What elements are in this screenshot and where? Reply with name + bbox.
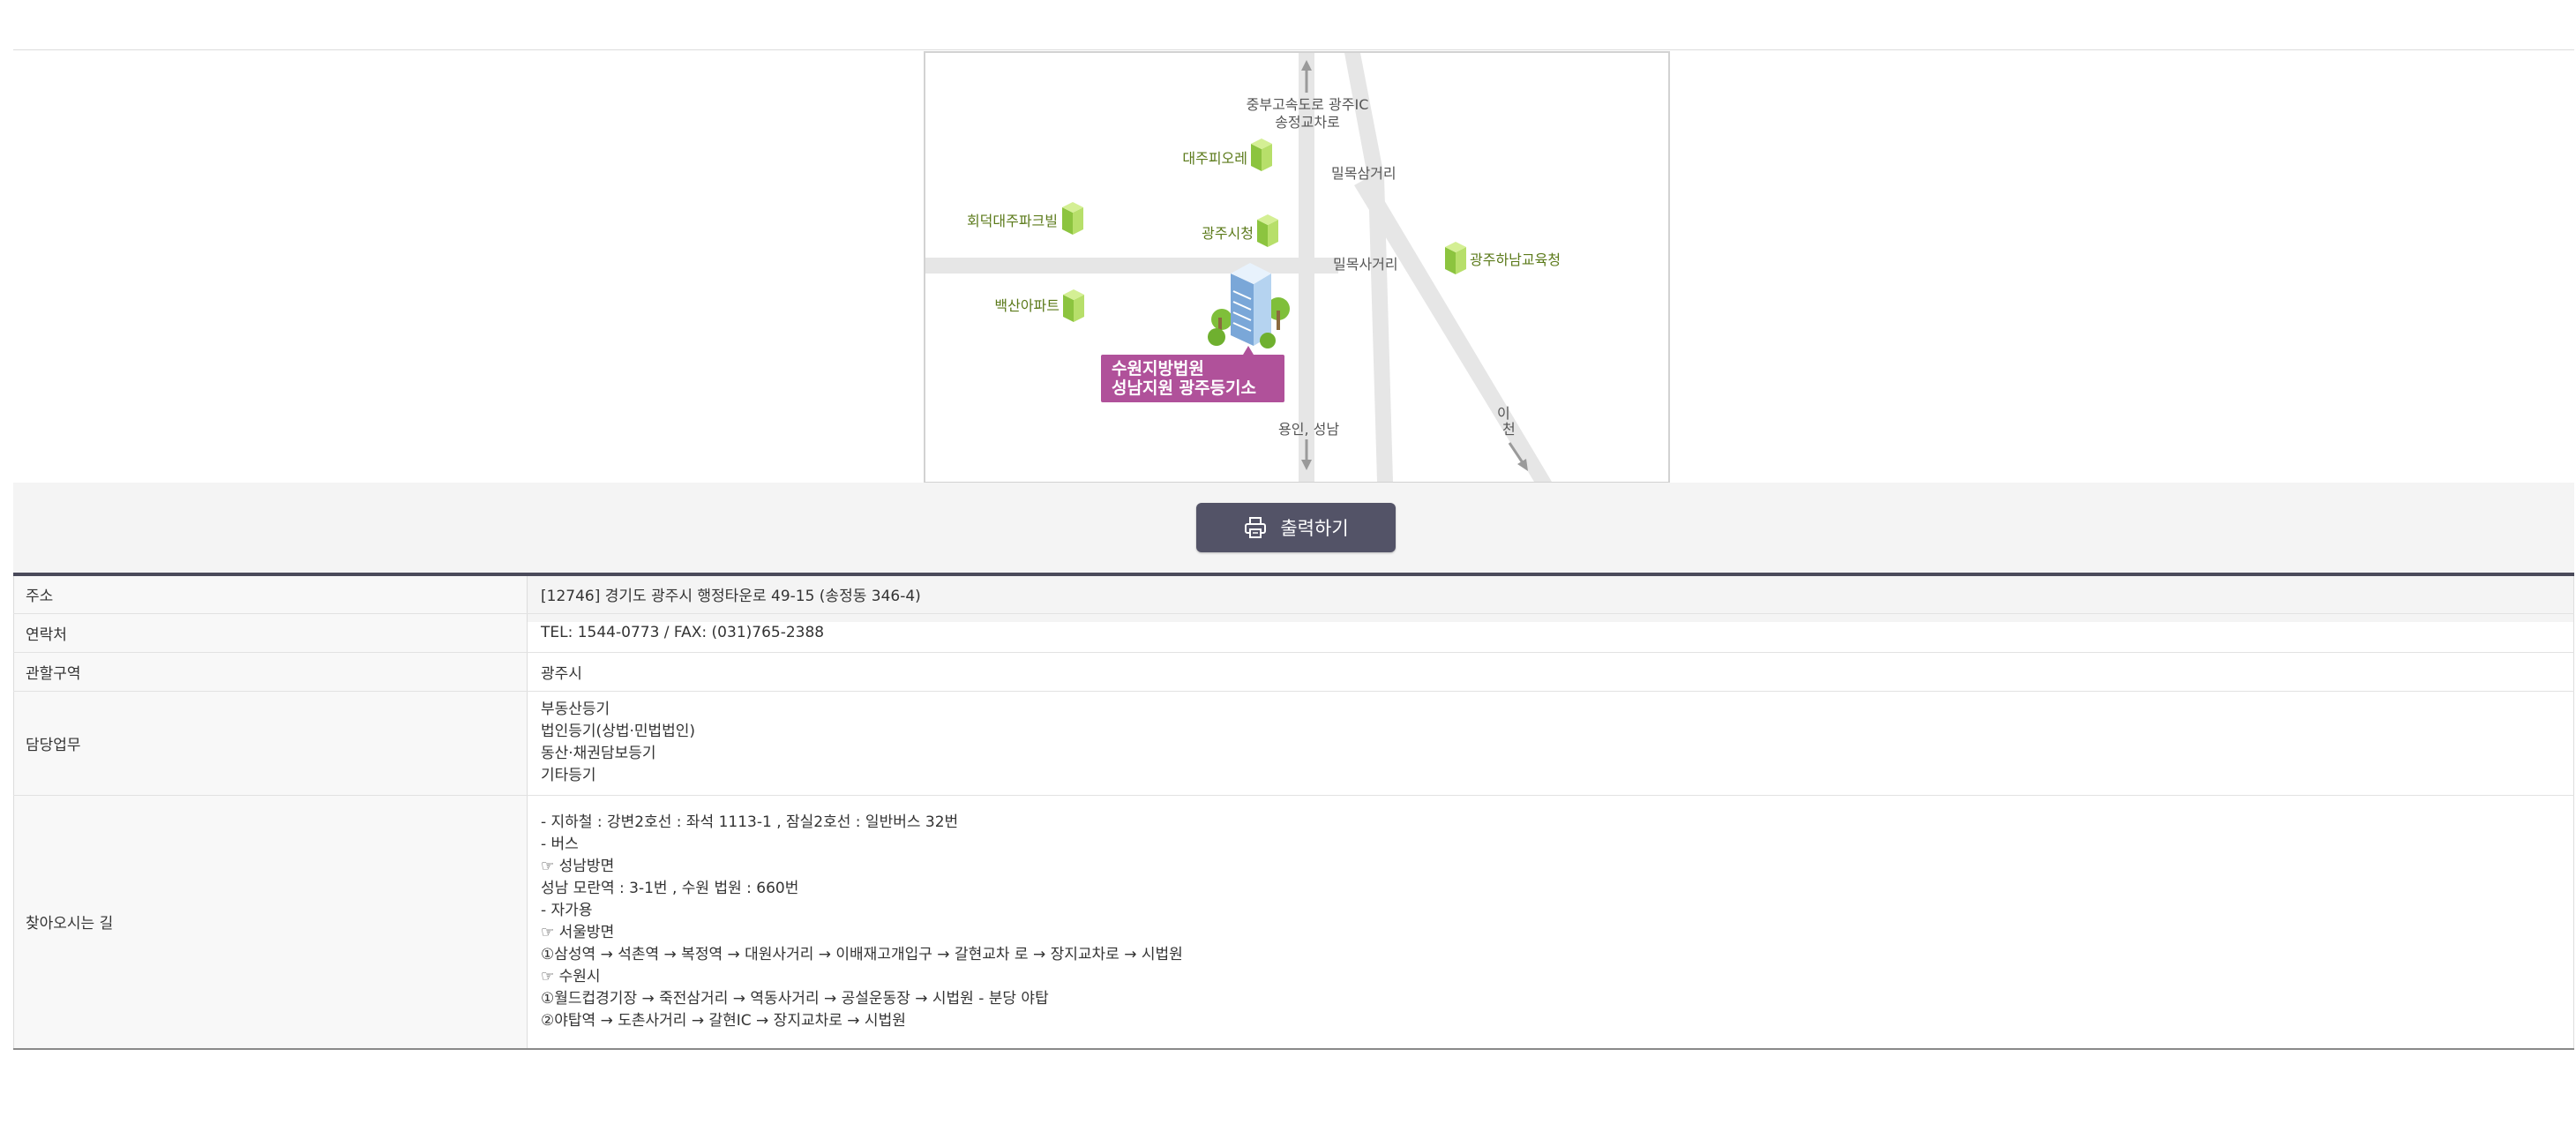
- map-road-diagonal-right: [1354, 176, 1552, 482]
- map-section: 수원지방법원 성남지원 광주등기소 중부고속도로 광주IC 송정교차로 밀목삼거…: [13, 49, 2574, 483]
- duty-line: 기타등기: [541, 767, 596, 784]
- building-icon-cityhall: [1257, 214, 1278, 247]
- label-north-road: 중부고속도로 광주IC: [1247, 96, 1369, 113]
- table-row-jurisdiction: 관할구역 광주시: [13, 652, 2574, 692]
- building-icon-baeksan: [1063, 289, 1084, 322]
- direction-line: ②야탑역 → 도촌사거리 → 갈현IC → 장지교차로 → 시법원: [541, 1011, 906, 1030]
- north-arrow-icon: [1301, 60, 1312, 93]
- location-map[interactable]: 수원지방법원 성남지원 광주등기소 중부고속도로 광주IC 송정교차로 밀목삼거…: [924, 51, 1670, 483]
- direction-line: ☞ 성남방면: [541, 857, 615, 875]
- duty-line: 부동산등기: [541, 701, 610, 718]
- label-baeksan: 백산아파트: [994, 297, 1060, 314]
- print-button[interactable]: 출력하기: [1196, 503, 1396, 552]
- map-road-diagonal-left: [1344, 53, 1393, 482]
- table-row-contact: 연락처 TEL: 1544-0773 / FAX: (031)765-2388: [13, 613, 2574, 653]
- map-road-horizontal: [925, 258, 1338, 274]
- direction-line: ①삼성역 → 석촌역 → 복정역 → 대원사거리 → 이배재고개입구 → 갈현교…: [541, 945, 1183, 963]
- label-icheon-1: 이: [1497, 405, 1510, 422]
- duties-label: 담당업무: [13, 691, 528, 796]
- label-icheon-2: 천: [1502, 421, 1516, 438]
- duty-line: 법인등기(상법·민법법인): [541, 723, 696, 740]
- directions-value: - 지하철 : 강변2호선 : 좌석 1113-1 , 잠실2호선 : 일반버스…: [527, 795, 2574, 1050]
- map-drawing: 수원지방법원 성남지원 광주등기소 중부고속도로 광주IC 송정교차로 밀목삼거…: [925, 53, 1561, 482]
- label-milmok4: 밀목사거리: [1333, 256, 1398, 273]
- direction-line: ☞ 서울방면: [541, 923, 615, 941]
- direction-line: - 자가용: [541, 901, 593, 919]
- building-icon-edu-office: [1445, 242, 1466, 274]
- duty-line: 동산·채권담보등기: [541, 745, 656, 762]
- print-button-label: 출력하기: [1280, 518, 1349, 539]
- address-value: [12746] 경기도 광주시 행정타운로 49-15 (송정동 346-4): [527, 574, 2574, 614]
- southeast-arrow-icon: [1508, 442, 1528, 471]
- directions-label: 찾아오시는 길: [13, 795, 528, 1050]
- direction-line: ☞ 수원시: [541, 967, 601, 985]
- contact-label: 연락처: [13, 613, 528, 653]
- location-panel: 수원지방법원 성남지원 광주등기소 중부고속도로 광주IC 송정교차로 밀목삼거…: [13, 49, 2574, 1053]
- label-cityhall: 광주시청: [1202, 225, 1254, 242]
- south-arrow-icon: [1301, 439, 1312, 470]
- callout-line2: 성남지원 광주등기소: [1112, 378, 1256, 398]
- court-callout: 수원지방법원 성남지원 광주등기소: [1101, 346, 1284, 402]
- label-milmok3: 밀목삼거리: [1331, 165, 1397, 182]
- jurisdiction-value: 광주시: [527, 652, 2574, 692]
- label-daeju: 대주피오레: [1182, 150, 1247, 167]
- building-icon-hoedeok: [1062, 202, 1083, 235]
- table-row-address: 주소 [12746] 경기도 광주시 행정타운로 49-15 (송정동 346-…: [13, 574, 2574, 614]
- direction-line: 성남 모란역 : 3-1번 , 수원 법원 : 660번: [541, 879, 799, 897]
- label-hoedeok: 회덕대주파크빌: [967, 213, 1058, 229]
- direction-line: - 지하철 : 강변2호선 : 좌석 1113-1 , 잠실2호선 : 일반버스…: [541, 813, 959, 831]
- label-north-road2: 송정교차로: [1275, 114, 1340, 131]
- building-icon-daeju: [1251, 139, 1272, 171]
- info-table: 주소 [12746] 경기도 광주시 행정타운로 49-15 (송정동 346-…: [13, 573, 2574, 1050]
- label-edu-office: 광주하남교육청: [1470, 251, 1561, 268]
- callout-line1: 수원지방법원: [1112, 359, 1204, 378]
- label-yongin: 용인, 성남: [1278, 421, 1339, 438]
- court-building-icon: [1208, 263, 1290, 348]
- table-row-directions: 찾아오시는 길 - 지하철 : 강변2호선 : 좌석 1113-1 , 잠실2호…: [13, 795, 2574, 1050]
- direction-line: - 버스: [541, 835, 579, 853]
- contact-value: TEL: 1544-0773 / FAX: (031)765-2388: [527, 613, 2574, 653]
- direction-line: ①월드컵경기장 → 죽전삼거리 → 역동사거리 → 공설운동장 → 시법원 - …: [541, 989, 1049, 1008]
- map-road-vertical: [1299, 53, 1314, 482]
- table-row-duties: 담당업무 부동산등기 법인등기(상법·민법법인) 동산·채권담보등기 기타등기: [13, 691, 2574, 796]
- address-label: 주소: [13, 574, 528, 614]
- jurisdiction-label: 관할구역: [13, 652, 528, 692]
- duties-value: 부동산등기 법인등기(상법·민법법인) 동산·채권담보등기 기타등기: [527, 691, 2574, 796]
- printer-icon: [1245, 517, 1267, 538]
